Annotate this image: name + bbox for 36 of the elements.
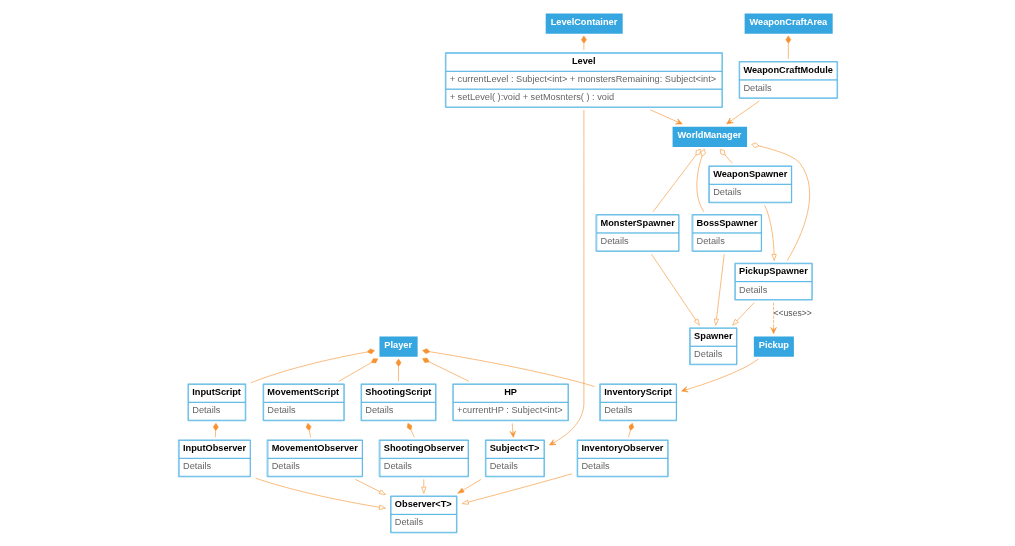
- arrow: [548, 109, 584, 446]
- connector: [719, 149, 733, 164]
- connector: [580, 35, 587, 51]
- arrow: [713, 253, 725, 326]
- connector: [338, 358, 378, 382]
- arrow: [254, 477, 386, 510]
- edge-label: <<uses>>: [773, 308, 812, 319]
- connector: [212, 423, 219, 438]
- arrow: [680, 358, 759, 393]
- connector: [652, 148, 701, 213]
- arrow: [354, 479, 386, 495]
- arrow: [725, 100, 760, 125]
- connector: [421, 357, 469, 382]
- connector: [305, 423, 311, 438]
- arrow: [770, 302, 777, 334]
- node-box: Pickup: [753, 336, 794, 357]
- connector: [627, 423, 634, 438]
- arrow: [649, 109, 683, 125]
- node-box: WeaponCraftArea: [744, 13, 833, 34]
- arrow: [420, 479, 426, 494]
- connector: [395, 358, 401, 382]
- node-box: Player: [378, 336, 418, 357]
- arrow: [461, 473, 572, 505]
- connector: [406, 423, 415, 438]
- node-box: WorldManager: [672, 126, 747, 148]
- connector: [250, 348, 375, 384]
- node-box: LevelContainer: [545, 13, 623, 34]
- connector: [785, 35, 791, 60]
- arrow: [763, 205, 777, 261]
- arrow: [456, 479, 481, 494]
- arrow: [509, 423, 516, 438]
- connector: [421, 348, 595, 387]
- connector: [696, 148, 706, 213]
- connector: [751, 142, 810, 261]
- arrow: [650, 253, 700, 326]
- arrow: [731, 302, 754, 326]
